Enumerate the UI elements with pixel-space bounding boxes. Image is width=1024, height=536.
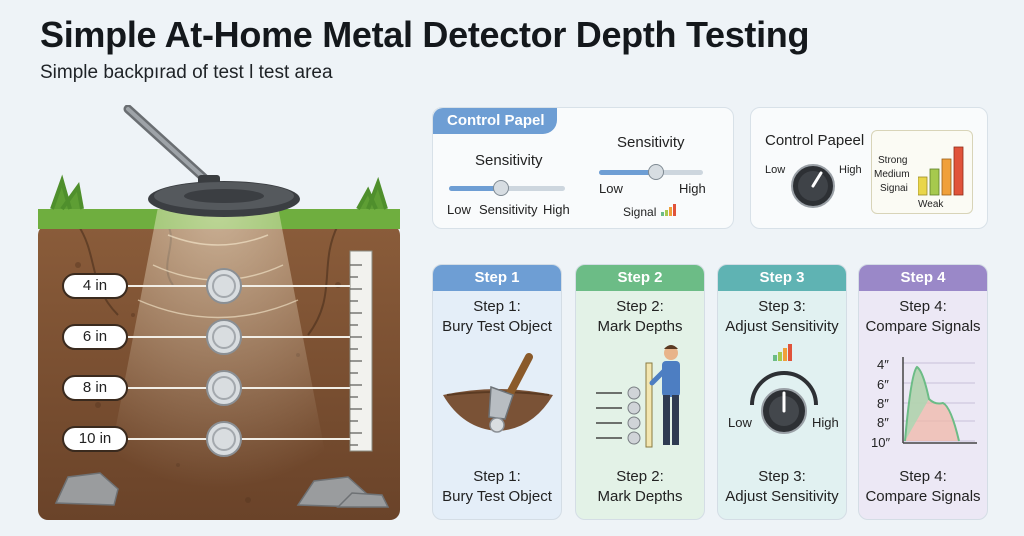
coin-icon [206, 319, 242, 355]
coin-icon [206, 370, 242, 406]
page-title: Simple At-Home Metal Detector Depth Test… [40, 14, 810, 55]
step-4-depth-6: 6″ [877, 377, 889, 392]
meter-signal-label: Signai [880, 183, 908, 194]
meter-strong-label: Strong [878, 155, 908, 166]
step-4-depth-4: 4″ [877, 357, 889, 372]
step-card-1: Step 1 Step 1: Bury Test Object Step 1: … [432, 264, 562, 520]
step-1-header: Step 1 [433, 265, 561, 291]
step-1-subtitle: Bury Test Object [442, 318, 552, 335]
step-1-title: Step 1: [473, 298, 521, 315]
knob-icon[interactable] [789, 162, 837, 210]
slider-2-high-label: High [679, 181, 706, 196]
coin-icon [206, 268, 242, 304]
signal-label: Signal [623, 205, 657, 219]
step-card-4: Step 4 Step 4: Compare Signals 4″ 6″ 8″ … [858, 264, 988, 520]
step-4-depth-10: 10″ [871, 435, 891, 450]
slider-high-label: High [543, 202, 570, 217]
soil-cross-section: 4 in 6 in 8 in 10 in [38, 105, 400, 520]
step-3-footer-title: Step 3: [758, 468, 806, 485]
step-4-header: Step 4 [859, 265, 987, 291]
meter-medium-label: Medium [874, 169, 910, 180]
control-panel-knob-heading: Control Papeel [765, 132, 865, 149]
slider-2-low-label: Low [599, 181, 623, 196]
step-3-header: Step 3 [718, 265, 846, 291]
slider-mid-label: Sensitivity [479, 202, 538, 217]
meter-weak-label: Weak [918, 199, 944, 210]
step-2-header: Step 2 [576, 265, 704, 291]
control-panel-sliders: Control Papel Sensitivity Low Sensitivit… [432, 107, 734, 229]
sensitivity-slider-2-thumb[interactable] [648, 164, 665, 180]
signal-meter: Strong Medium Signai Weak [871, 130, 973, 214]
trowel-icon [443, 353, 553, 433]
depth-label-4in: 4 in [62, 273, 128, 299]
coin-icon [206, 421, 242, 457]
step-3-high-label: High [812, 415, 839, 430]
slider-low-label: Low [447, 202, 471, 217]
control-panel-tab: Control Papel [433, 108, 557, 134]
step-3-low-label: Low [728, 415, 752, 430]
knob-low-label: Low [765, 164, 786, 176]
signal-graph-icon [902, 357, 977, 444]
step-2-title: Step 2: [616, 298, 664, 315]
step-4-subtitle: Compare Signals [865, 318, 981, 335]
step-4-footer-subtitle: Compare Signals [865, 488, 981, 505]
sensitivity-heading: Sensitivity [475, 152, 543, 169]
step-4-footer-title: Step 4: [899, 468, 947, 485]
step-3-footer-subtitle: Adjust Sensitivity [725, 488, 839, 505]
sensitivity-slider-2-fill [599, 170, 657, 175]
step-2-footer-subtitle: Mark Depths [597, 488, 683, 505]
step-1-footer-subtitle: Bury Test Object [442, 488, 552, 505]
step-2-footer-title: Step 2: [616, 468, 664, 485]
signal-bars-icon [661, 204, 676, 216]
knob-high-label: High [839, 164, 862, 176]
knob-icon[interactable] [718, 343, 847, 453]
step-2-subtitle: Mark Depths [597, 318, 683, 335]
depth-label-8in: 8 in [62, 375, 128, 401]
depth-label-10in: 10 in [62, 426, 128, 452]
metal-detector-icon [123, 105, 300, 217]
depth-label-6in: 6 in [62, 324, 128, 350]
soil-illustration [38, 105, 400, 520]
step-card-3: Step 3 Step 3: Adjust Sensitivity Low Hi… [717, 264, 847, 520]
step-3-subtitle: Adjust Sensitivity [725, 318, 839, 335]
person-icon [596, 345, 680, 448]
sensitivity-heading-2: Sensitivity [617, 134, 685, 151]
page-subtitle: Simple backpırad of test l test area [40, 62, 333, 83]
control-panel-knob: Control Papeel Low High Strong Medium Si… [750, 107, 988, 229]
step-3-title: Step 3: [758, 298, 806, 315]
sensitivity-slider-thumb[interactable] [493, 180, 510, 196]
rock-icon [54, 472, 390, 508]
step-1-footer-title: Step 1: [473, 468, 521, 485]
step-4-title: Step 4: [899, 298, 947, 315]
step-4-depth-8b: 8″ [877, 415, 889, 430]
step-card-2: Step 2 Step 2: Mark Depths Step 2: Mark … [575, 264, 705, 520]
sensitivity-slider-fill [449, 186, 502, 191]
signal-strength-bars-icon [918, 146, 964, 196]
ruler-icon [349, 250, 373, 452]
step-4-depth-8a: 8″ [877, 396, 889, 411]
